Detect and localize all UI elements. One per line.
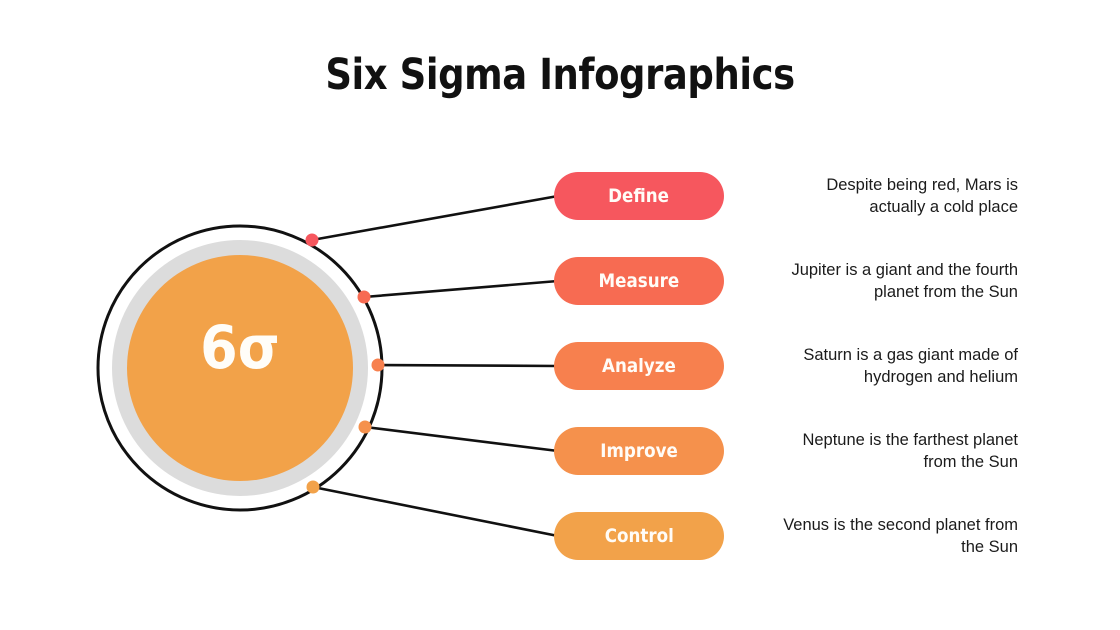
center-inner-disc: [127, 255, 353, 481]
page-title: Six Sigma Infographics: [325, 50, 795, 100]
step-pill-label: Control: [604, 525, 674, 547]
step-pill-analyze[interactable]: Analyze: [554, 342, 724, 390]
connector-line-analyze: [376, 363, 560, 368]
connector-lines: [310, 194, 560, 538]
connector-line-define: [310, 194, 560, 242]
connector-dot-analyze: [371, 358, 385, 372]
step-description-improve: Neptune is the farthest planet from the …: [802, 431, 1018, 471]
connector-dot-control: [306, 480, 320, 494]
connector-line-measure: [362, 279, 560, 299]
step-description-measure: Jupiter is a giant and the fourth planet…: [791, 261, 1018, 301]
step-pill-measure[interactable]: Measure: [554, 257, 724, 305]
center-value-label: 6σ: [200, 313, 280, 383]
step-pill-label: Measure: [598, 270, 680, 292]
connector-line-improve: [363, 425, 560, 453]
connector-dot-define: [305, 233, 319, 247]
step-pill-label: Analyze: [602, 355, 676, 377]
connector-dot-measure: [357, 290, 371, 304]
step-description-analyze: Saturn is a gas giant made of hydrogen a…: [803, 346, 1018, 386]
connector-dot-improve: [358, 420, 372, 434]
step-pill-define[interactable]: Define: [554, 172, 724, 220]
step-pill-control[interactable]: Control: [554, 512, 724, 560]
step-pill-label: Improve: [600, 440, 678, 462]
step-pill-label: Define: [608, 185, 670, 207]
step-description-control: Venus is the second planet from the Sun: [783, 516, 1018, 556]
connector-dots: [305, 233, 385, 494]
step-pill-improve[interactable]: Improve: [554, 427, 724, 475]
connector-line-control: [311, 485, 560, 538]
step-description-define: Despite being red, Mars is actually a co…: [826, 176, 1018, 216]
